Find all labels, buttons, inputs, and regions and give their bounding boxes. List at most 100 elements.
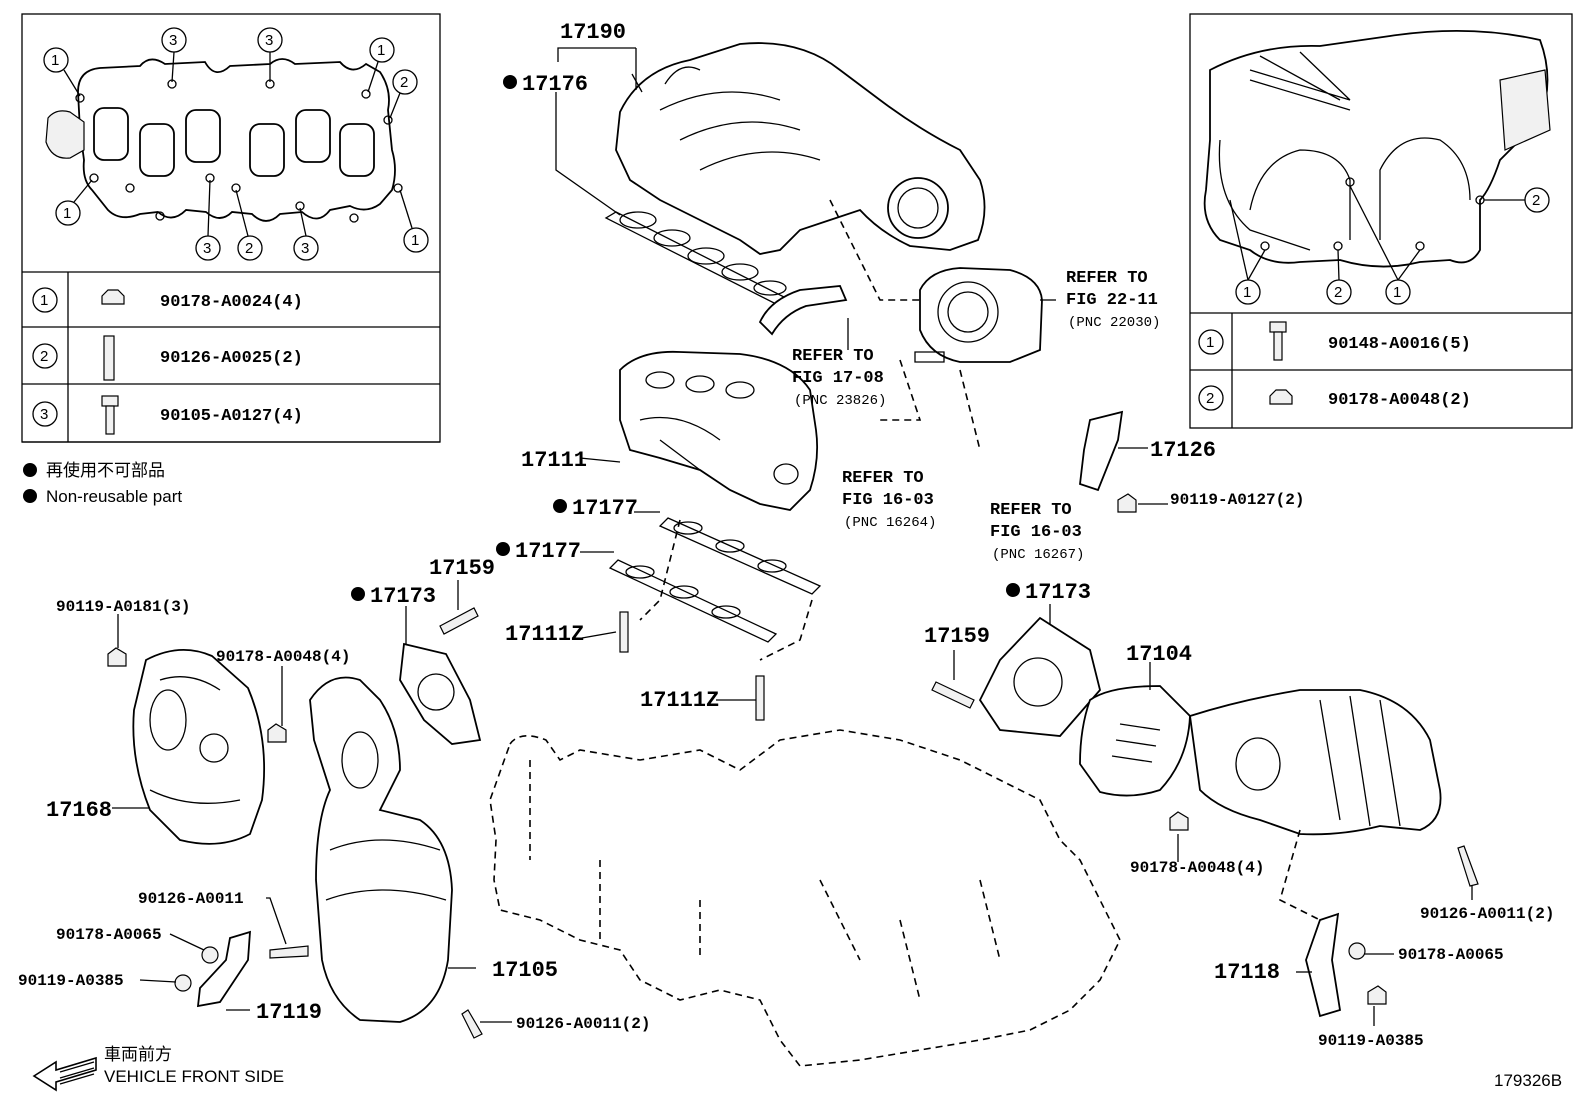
svg-text:1: 1 xyxy=(1393,284,1401,301)
gasket-table-row-2: 2 90126-A0025(2) xyxy=(32,335,303,381)
svg-text:REFER TO: REFER TO xyxy=(792,347,874,366)
detail-table-row-1: 1 90148-A0016(5) xyxy=(1198,321,1471,361)
svg-text:1: 1 xyxy=(1243,284,1251,301)
exhaust-manifold-right xyxy=(1189,689,1442,836)
svg-text:3: 3 xyxy=(301,240,309,257)
label-90119-a0127: 90119-A0127(2) xyxy=(1170,491,1304,509)
label-17111: 17111 xyxy=(521,448,587,473)
label-17173-left: 17173 xyxy=(370,584,436,609)
label-90126-a0011-2-left: 90126-A0011(2) xyxy=(516,1015,650,1033)
engine-block-outline xyxy=(489,729,1121,1067)
svg-text:(PNC 16267): (PNC 16267) xyxy=(992,547,1084,563)
label-17119: 17119 xyxy=(256,1000,322,1025)
svg-text:2: 2 xyxy=(400,74,408,91)
lower-intake-manifold xyxy=(619,350,819,511)
legend-en: Non-reusable part xyxy=(46,487,182,506)
fasteners xyxy=(107,493,1387,1005)
leader-lines xyxy=(112,47,1473,1026)
heat-insulator-17168 xyxy=(132,648,266,845)
label-17190: 17190 xyxy=(560,20,626,45)
label-17177-lower: 17177 xyxy=(515,539,581,564)
label-17104: 17104 xyxy=(1126,642,1192,667)
figure-id: 179326B xyxy=(1494,1071,1562,1090)
svg-text:2: 2 xyxy=(1532,192,1540,209)
hardware-labels: 90119-A0181(3) 90178-A0048(4) 90119-A012… xyxy=(18,491,1554,1050)
reference-labels: REFER TO FIG 22-11 (PNC 22030) REFER TO … xyxy=(792,269,1160,563)
svg-text:2: 2 xyxy=(1334,284,1342,301)
legend-jp: 再使用不可部品 xyxy=(46,460,165,480)
upper-intake-manifold xyxy=(615,42,986,255)
lower-intake-gasket-lower xyxy=(608,559,778,643)
svg-text:REFER TO: REFER TO xyxy=(990,501,1072,520)
detail-table-row-2: 2 90178-A0048(2) xyxy=(1198,385,1471,411)
intake-gasket-drawing xyxy=(45,58,403,223)
non-reusable-mark-17173b xyxy=(1006,583,1020,597)
gasket-callouts: 1 3 3 1 2 1 3 2 3 1 xyxy=(43,27,429,261)
svg-text:FIG 16-03: FIG 16-03 xyxy=(842,491,934,510)
stud-bolts xyxy=(269,607,1479,1039)
exhaust-gasket-right xyxy=(978,616,1101,737)
manifold-detail-callouts: 1 2 1 2 xyxy=(1229,185,1550,305)
svg-text:1: 1 xyxy=(377,42,385,59)
svg-text:2: 2 xyxy=(245,240,253,257)
ref-fig-17-08: REFER TO FIG 17-08 (PNC 23826) xyxy=(792,347,886,409)
svg-text:90105-A0127(4): 90105-A0127(4) xyxy=(160,407,303,426)
label-17111z-lower: 17111Z xyxy=(640,688,719,713)
ref-fig-16-03-a: REFER TO FIG 16-03 (PNC 16264) xyxy=(842,469,936,531)
label-17168: 17168 xyxy=(46,798,112,823)
non-reusable-mark-17177a xyxy=(553,499,567,513)
label-17159-right: 17159 xyxy=(924,624,990,649)
gasket-table-row-3: 3 90105-A0127(4) xyxy=(32,395,303,435)
svg-text:90148-A0016(5): 90148-A0016(5) xyxy=(1328,335,1471,354)
exhaust-manifold-left xyxy=(309,676,453,1023)
svg-text:90178-A0024(4): 90178-A0024(4) xyxy=(160,293,303,312)
label-90126-a0011: 90126-A0011 xyxy=(138,890,244,908)
non-reusable-legend: 再使用不可部品 Non-reusable part xyxy=(23,460,182,506)
label-90178-a0065-left: 90178-A0065 xyxy=(56,926,162,944)
svg-text:REFER TO: REFER TO xyxy=(842,469,924,488)
svg-text:FIG 17-08: FIG 17-08 xyxy=(792,369,884,388)
svg-text:3: 3 xyxy=(169,32,177,49)
svg-text:3: 3 xyxy=(203,240,211,257)
front-side-label-en: VEHICLE FRONT SIDE xyxy=(104,1067,284,1086)
svg-text:2: 2 xyxy=(1206,390,1214,407)
label-17105: 17105 xyxy=(492,958,558,983)
lower-intake-gasket-upper xyxy=(658,517,822,595)
manifold-detail-drawing xyxy=(1203,29,1551,268)
svg-text:1: 1 xyxy=(40,292,48,309)
label-90178-a0048-left: 90178-A0048(4) xyxy=(216,648,350,666)
svg-text:FIG 22-11: FIG 22-11 xyxy=(1066,291,1158,310)
front-side-label-jp: 車両前方 xyxy=(104,1045,172,1064)
label-90119-a0385-left: 90119-A0385 xyxy=(18,972,124,990)
label-17118: 17118 xyxy=(1214,960,1280,985)
svg-text:FIG 16-03: FIG 16-03 xyxy=(990,523,1082,542)
ref-fig-16-03-b: REFER TO FIG 16-03 (PNC 16267) xyxy=(990,501,1084,563)
svg-text:90126-A0025(2): 90126-A0025(2) xyxy=(160,349,303,368)
bracket-17118 xyxy=(1305,912,1342,1018)
svg-text:3: 3 xyxy=(265,32,273,49)
label-17173-right: 17173 xyxy=(1025,580,1091,605)
label-90119-a0181: 90119-A0181(3) xyxy=(56,598,190,616)
svg-text:(PNC 16264): (PNC 16264) xyxy=(844,515,936,531)
label-90126-a0011-2-right: 90126-A0011(2) xyxy=(1420,905,1554,923)
ref-fig-22-11: REFER TO FIG 22-11 (PNC 22030) xyxy=(1066,269,1160,331)
label-17176: 17176 xyxy=(522,72,588,97)
label-17177-upper: 17177 xyxy=(572,496,638,521)
label-90178-a0065-right: 90178-A0065 xyxy=(1398,946,1504,964)
part-labels: 17190 17176 17111 17177 17177 17159 1717… xyxy=(46,20,1280,1025)
manifold-detail-box: 1 2 1 2 1 90148-A0016(5) 2 90178-A0048(2… xyxy=(1189,13,1573,429)
connecting-hose xyxy=(758,285,848,336)
svg-text:1: 1 xyxy=(51,52,59,69)
front-direction-arrow-icon xyxy=(32,1056,97,1092)
throttle-body xyxy=(914,267,1043,363)
label-17126: 17126 xyxy=(1150,438,1216,463)
svg-text:REFER TO: REFER TO xyxy=(1066,269,1148,288)
label-90178-a0048-right: 90178-A0048(4) xyxy=(1130,859,1264,877)
svg-text:90178-A0048(2): 90178-A0048(2) xyxy=(1328,391,1471,410)
gasket-table-row-1: 1 90178-A0024(4) xyxy=(32,287,303,313)
non-reusable-mark-17177b xyxy=(496,542,510,556)
vehicle-front-indicator: 車両前方 VEHICLE FRONT SIDE xyxy=(32,1045,284,1092)
svg-text:1: 1 xyxy=(1206,334,1214,351)
bracket-17126 xyxy=(1079,410,1124,492)
